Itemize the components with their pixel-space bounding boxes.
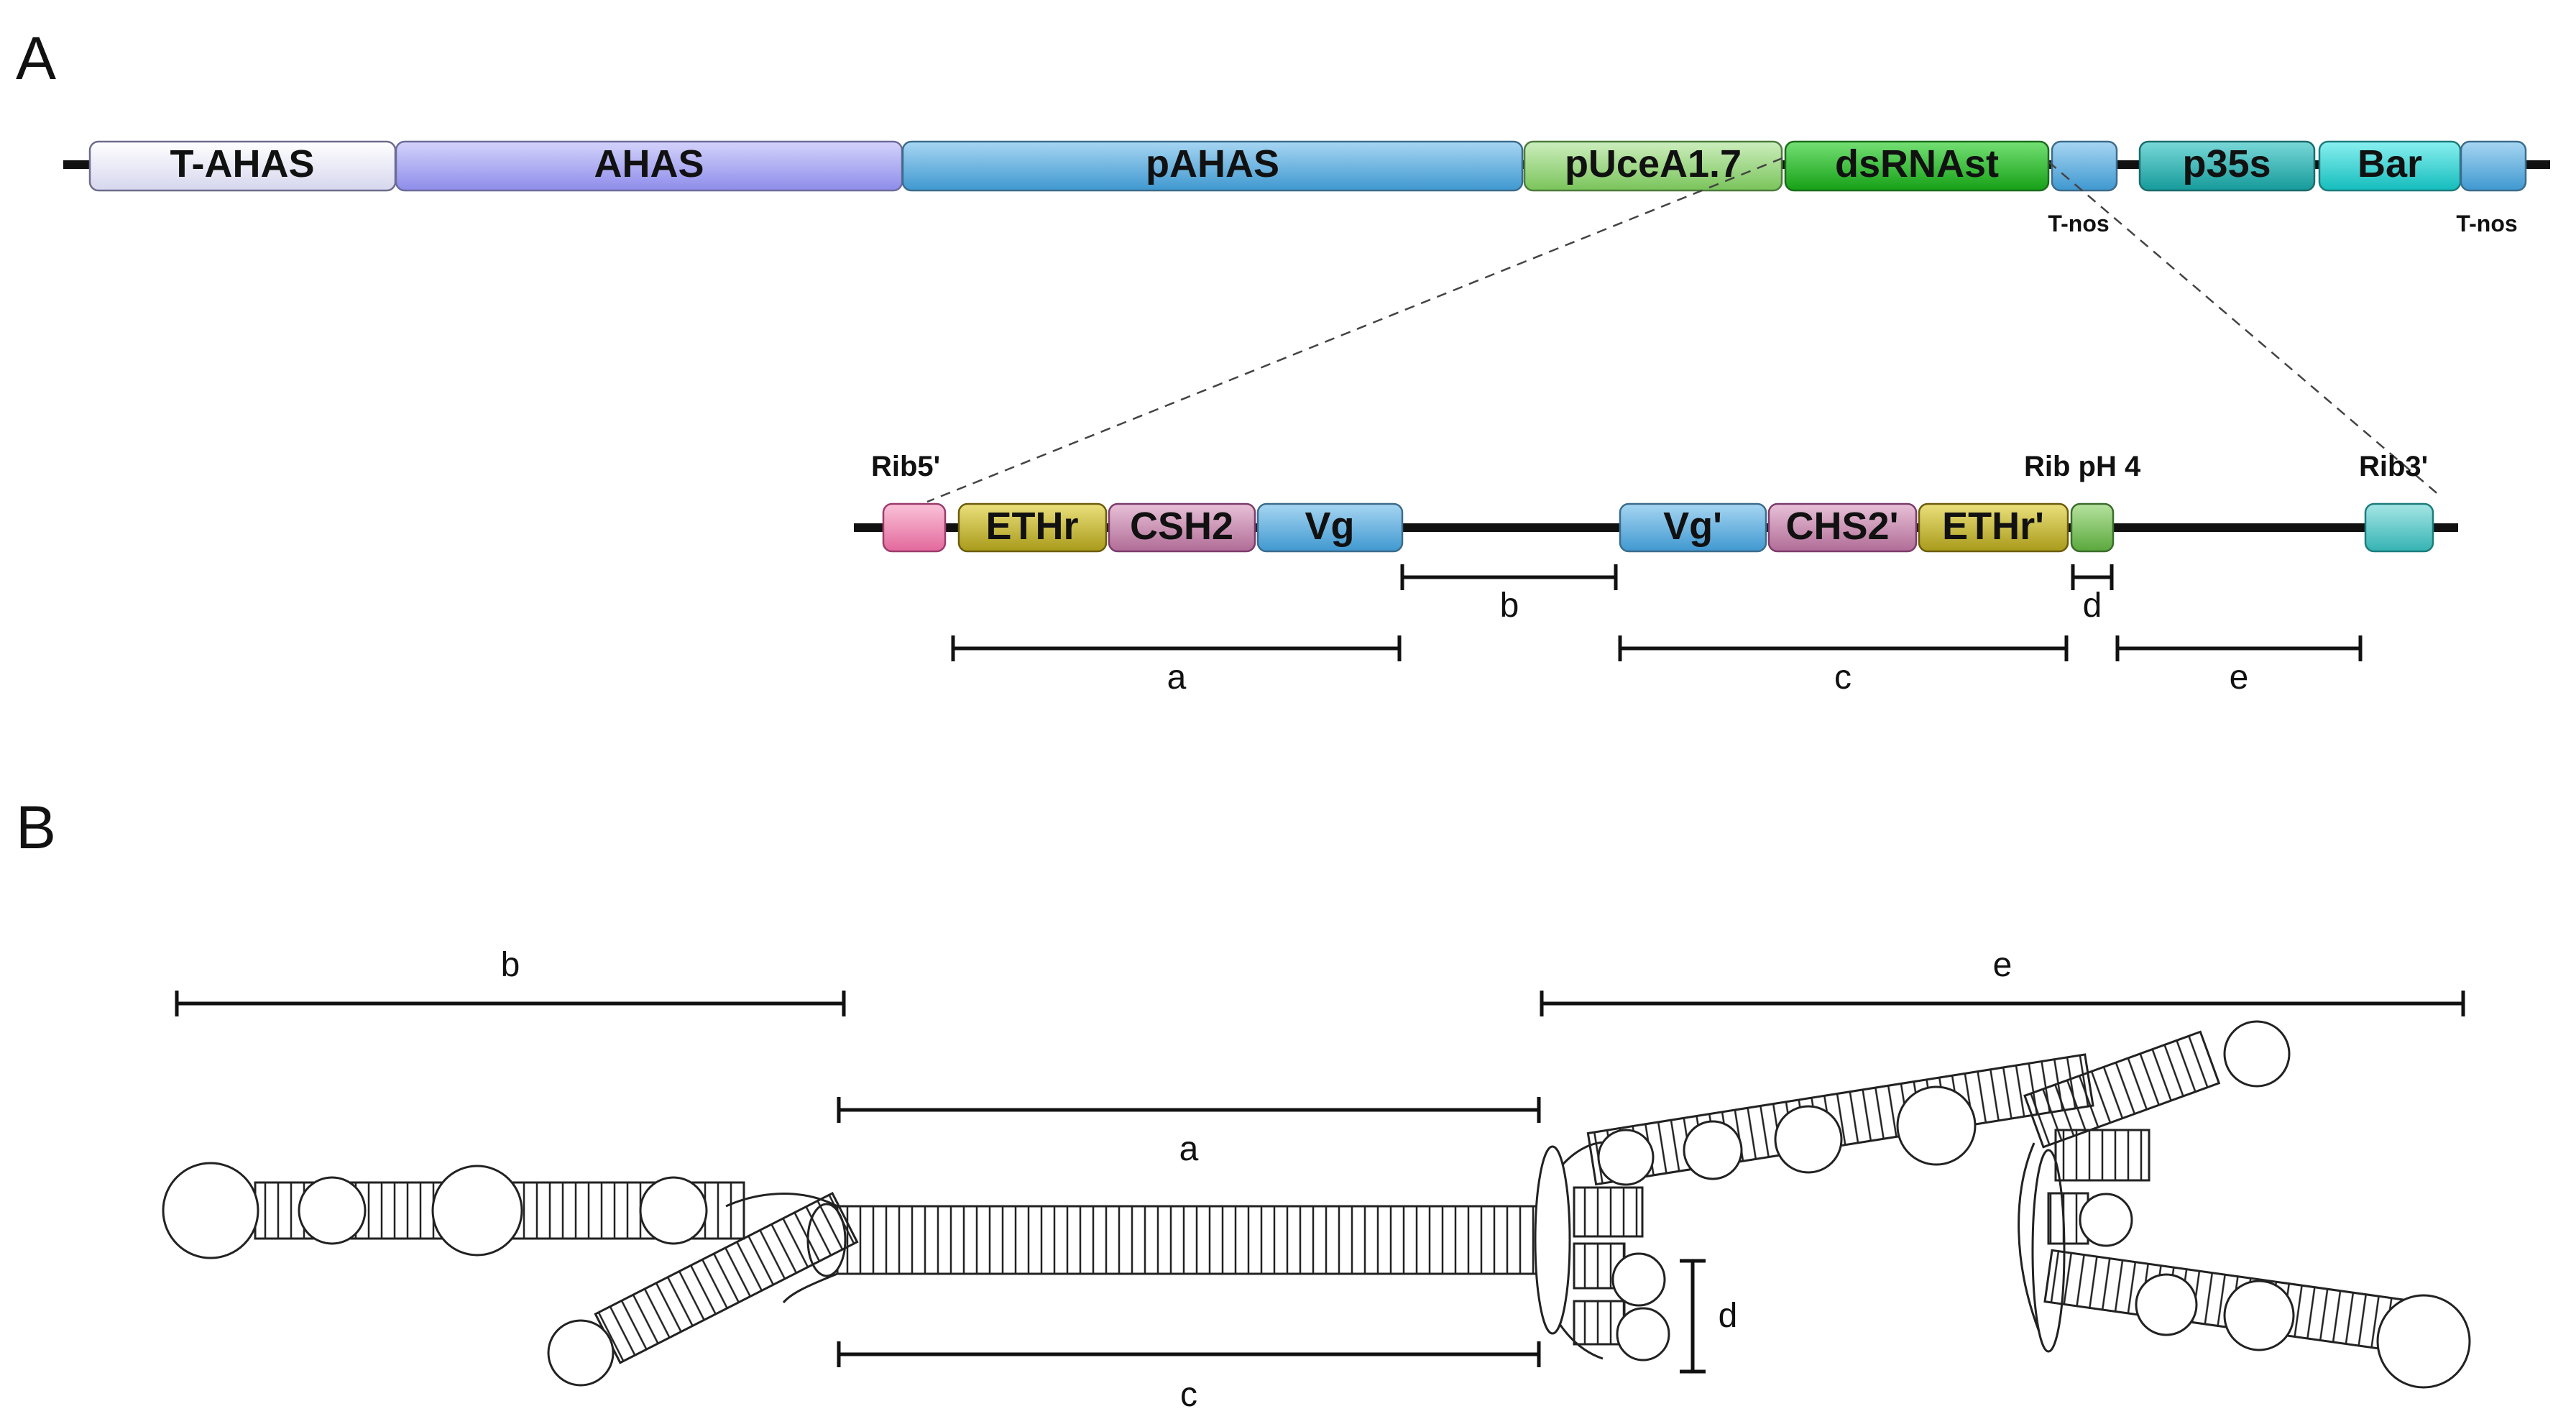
- zoom-line-right: [2048, 161, 2441, 497]
- bracket-b-structure: [175, 991, 846, 1016]
- right-upper-bulge-2: [1683, 1120, 1743, 1180]
- segment-p35s: p35s: [2138, 140, 2316, 192]
- panel-a-label: A: [16, 24, 56, 92]
- central-stem: [836, 1205, 1540, 1275]
- right-small-hairpin-loop: [2079, 1193, 2133, 1247]
- segment-chs2-prime: CHS2': [1767, 502, 1918, 553]
- bracket-b-insert-label: b: [1500, 587, 1519, 625]
- segment-t-ahas: T-AHAS: [88, 140, 397, 192]
- left-arm-bulge-2: [431, 1165, 523, 1257]
- bracket-a-structure: [837, 1097, 1541, 1123]
- bracket-d-insert: [2071, 564, 2114, 590]
- segment-dsrna: dsRNAst: [1784, 140, 2050, 192]
- segment-t-ahas-label: T-AHAS: [170, 142, 315, 185]
- bracket-d-insert-label: d: [2083, 587, 2102, 625]
- right-upper-terminal-loop: [2223, 1020, 2291, 1088]
- segment-tnos-1: [2051, 140, 2118, 192]
- left-lower-terminal-loop: [547, 1319, 615, 1387]
- bracket-b-insert: [1400, 564, 1618, 590]
- left-arm-bulge-3: [639, 1176, 708, 1245]
- right-upper-extension: [2023, 1030, 2221, 1149]
- left-arm-terminal-loop: [162, 1162, 259, 1259]
- segment-ahas: AHAS: [395, 140, 903, 192]
- segment-csh2-label: CSH2: [1130, 505, 1233, 548]
- segment-rib-ph4: [2070, 502, 2115, 553]
- segment-ethr-label: ETHr: [985, 505, 1078, 548]
- rib3-label: Rib3': [2359, 451, 2428, 482]
- tnos-label-1: T-nos: [2048, 211, 2109, 236]
- hairpin-3-loop: [1616, 1307, 1670, 1361]
- bracket-e-structure: [1540, 991, 2465, 1016]
- right-upper-bulge-4: [1896, 1085, 1977, 1166]
- segment-vg-label: Vg: [1305, 505, 1354, 548]
- bracket-e-insert: [2115, 635, 2363, 661]
- tnos-label-2: T-nos: [2456, 211, 2517, 236]
- right-upper-bulge-3: [1774, 1105, 1843, 1174]
- rib-ph4-label: Rib pH 4: [2024, 451, 2141, 482]
- rib5-label: Rib5': [871, 451, 940, 482]
- bracket-a-insert-label: a: [1167, 658, 1187, 697]
- bracket-b-structure-label: b: [501, 946, 520, 984]
- segment-bar-label: Bar: [2358, 142, 2422, 185]
- right-lower-bulge-2: [2223, 1280, 2295, 1351]
- segment-vg-prime-label: Vg': [1663, 505, 1722, 548]
- bracket-c-structure: [837, 1341, 1541, 1367]
- insert-segments: ETHr CSH2 Vg Vg' CHS2' ETHr': [882, 502, 2434, 553]
- segment-chs2-prime-label: CHS2': [1786, 505, 1899, 548]
- segment-bar: Bar: [2318, 140, 2462, 192]
- hairpin-2-loop: [1611, 1252, 1666, 1307]
- right-upper-bulge-1: [1597, 1129, 1655, 1186]
- structure-brackets: [175, 991, 2465, 1374]
- insert-brackets: [951, 564, 2363, 661]
- left-arm-bulge-1: [298, 1176, 367, 1245]
- bracket-a-insert: [951, 635, 1402, 661]
- right-lower-terminal-loop: [2376, 1294, 2471, 1389]
- bracket-d-structure-label: d: [1719, 1297, 1738, 1335]
- right-secondary-junction: [2018, 1142, 2043, 1338]
- bracket-e-insert-label: e: [2230, 658, 2249, 697]
- segment-puce: pUceA1.7: [1523, 140, 1783, 192]
- construct-segments: T-AHAS AHAS pAHAS pUceA1.7 dsRNAst p35s …: [88, 140, 2527, 192]
- rna-secondary-structure: [162, 1020, 2471, 1389]
- segment-p35s-label: p35s: [2182, 142, 2271, 185]
- segment-dsrna-label: dsRNAst: [1835, 142, 1999, 185]
- right-junction-loop: [1534, 1145, 1571, 1335]
- bracket-c-insert: [1618, 635, 2069, 661]
- bracket-c-insert-label: c: [1834, 658, 1852, 697]
- bracket-c-structure-label: c: [1180, 1376, 1197, 1414]
- segment-ethr-prime: ETHr': [1918, 502, 2069, 553]
- hairpin-3-stem: [1573, 1300, 1626, 1346]
- bracket-e-structure-label: e: [1993, 946, 2012, 984]
- segment-tnos-2: [2460, 140, 2527, 192]
- bracket-d-structure: [1680, 1259, 1706, 1374]
- segment-vg: Vg: [1256, 502, 1404, 553]
- bracket-a-structure-label: a: [1179, 1130, 1199, 1168]
- right-lower-bulge-1: [2135, 1273, 2198, 1336]
- segment-csh2: CSH2: [1108, 502, 1256, 553]
- hairpin-1-stem: [1573, 1186, 1644, 1238]
- segment-rib3: [2364, 502, 2434, 553]
- panel-b-label: B: [16, 794, 56, 861]
- right-mid-hairpin-stem: [2054, 1129, 2150, 1182]
- segment-ahas-label: AHAS: [594, 142, 704, 185]
- segment-pahas: pAHAS: [901, 140, 1524, 192]
- segment-vg-prime: Vg': [1619, 502, 1767, 553]
- segment-ethr: ETHr: [957, 502, 1108, 553]
- segment-rib5: [882, 502, 947, 553]
- right-upper-arm: [1586, 1053, 2094, 1186]
- segment-puce-label: pUceA1.7: [1565, 142, 1742, 185]
- segment-pahas-label: pAHAS: [1146, 142, 1279, 185]
- segment-ethr-prime-label: ETHr': [1942, 505, 2044, 548]
- zoom-line-left: [926, 157, 1783, 503]
